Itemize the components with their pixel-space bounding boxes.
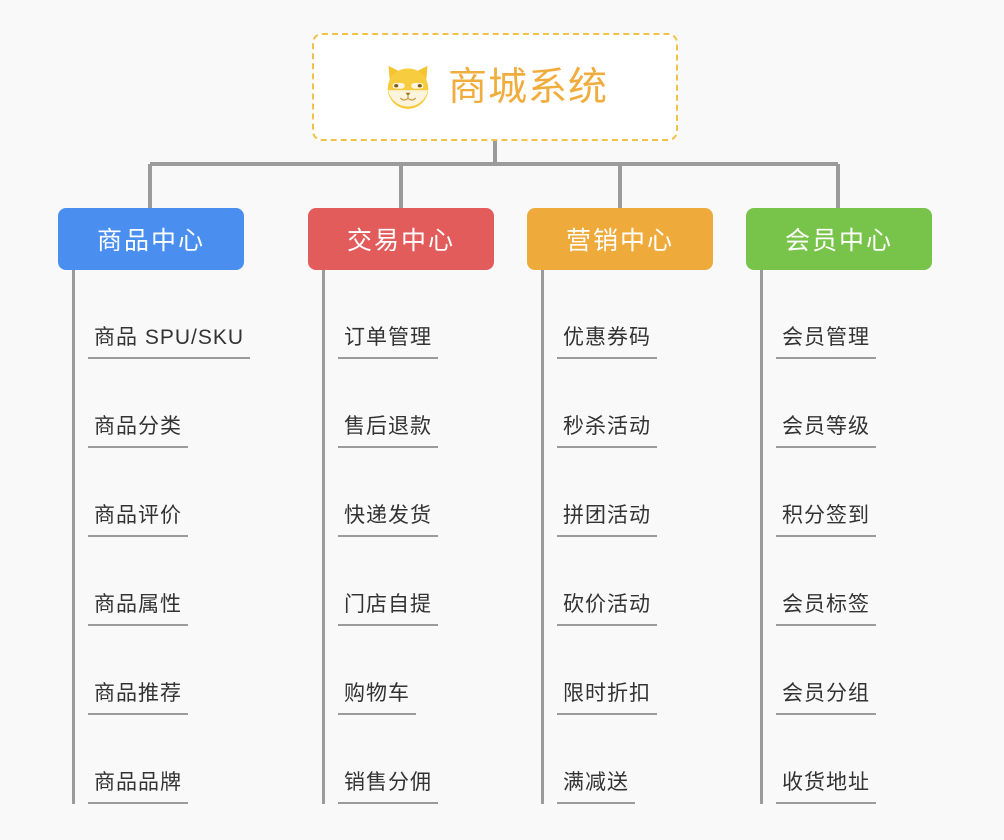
leaf-list-product: 商品 SPU/SKU 商品分类 商品评价 商品属性 商品推荐 商品品牌 [58, 270, 251, 804]
leaf-label: 商品分类 [88, 410, 188, 448]
leaf-label: 购物车 [338, 677, 416, 715]
leaf-label: 砍价活动 [557, 588, 657, 626]
trunk-line [760, 270, 763, 804]
shiba-dog-icon [387, 65, 429, 109]
leaf-label: 满减送 [557, 766, 635, 804]
leaf-label: 会员等级 [776, 410, 876, 448]
leaf-label: 拼团活动 [557, 499, 657, 537]
list-item[interactable]: 收货地址 [746, 715, 932, 804]
category-label: 营销中心 [565, 227, 674, 255]
leaf-label: 商品推荐 [88, 677, 188, 715]
list-item[interactable]: 商品推荐 [58, 626, 244, 715]
list-item[interactable]: 商品评价 [58, 448, 244, 537]
list-item[interactable]: 销售分佣 [308, 715, 494, 804]
list-item[interactable]: 拼团活动 [527, 448, 713, 537]
category-box-trade[interactable]: 交易中心 [308, 208, 494, 270]
leaf-label: 会员分组 [776, 677, 876, 715]
leaf-label: 积分签到 [776, 499, 876, 537]
category-label: 交易中心 [346, 227, 455, 255]
trunk-line [72, 270, 75, 804]
leaf-label: 秒杀活动 [557, 410, 657, 448]
leaf-label: 订单管理 [338, 321, 438, 359]
list-item[interactable]: 会员等级 [746, 359, 932, 448]
list-item[interactable]: 砍价活动 [527, 537, 713, 626]
leaf-label: 限时折扣 [557, 677, 657, 715]
branch-column-member: 会员中心 会员管理 会员等级 积分签到 会员标签 会员分组 收货地址 [746, 208, 932, 804]
trunk-line [541, 270, 544, 804]
leaf-label: 门店自提 [338, 588, 438, 626]
list-item[interactable]: 秒杀活动 [527, 359, 713, 448]
leaf-label: 商品 SPU/SKU [88, 321, 251, 359]
branch-column-marketing: 营销中心 优惠券码 秒杀活动 拼团活动 砍价活动 限时折扣 满减送 [527, 208, 713, 804]
category-box-product[interactable]: 商品中心 [58, 208, 244, 270]
leaf-label: 收货地址 [776, 766, 876, 804]
category-box-marketing[interactable]: 营销中心 [527, 208, 713, 270]
list-item[interactable]: 订单管理 [308, 270, 494, 359]
list-item[interactable]: 会员管理 [746, 270, 932, 359]
list-item[interactable]: 快递发货 [308, 448, 494, 537]
leaf-label: 优惠券码 [557, 321, 657, 359]
category-label: 会员中心 [784, 227, 893, 255]
list-item[interactable]: 商品 SPU/SKU [58, 270, 251, 359]
root-node[interactable]: 商城系统 [312, 33, 678, 141]
leaf-label: 商品评价 [88, 499, 188, 537]
page-title: 商城系统 [447, 65, 608, 109]
list-item[interactable]: 会员分组 [746, 626, 932, 715]
leaf-label: 商品属性 [88, 588, 188, 626]
list-item[interactable]: 商品属性 [58, 537, 244, 626]
list-item[interactable]: 商品品牌 [58, 715, 244, 804]
list-item[interactable]: 购物车 [308, 626, 494, 715]
list-item[interactable]: 门店自提 [308, 537, 494, 626]
list-item[interactable]: 会员标签 [746, 537, 932, 626]
branch-column-trade: 交易中心 订单管理 售后退款 快递发货 门店自提 购物车 销售分佣 [308, 208, 494, 804]
leaf-label: 售后退款 [338, 410, 438, 448]
trunk-line [322, 270, 325, 804]
list-item[interactable]: 限时折扣 [527, 626, 713, 715]
list-item[interactable]: 满减送 [527, 715, 713, 804]
list-item[interactable]: 优惠券码 [527, 270, 713, 359]
branch-column-product: 商品中心 商品 SPU/SKU 商品分类 商品评价 商品属性 商品推荐 商品品牌 [58, 208, 251, 804]
leaf-list-trade: 订单管理 售后退款 快递发货 门店自提 购物车 销售分佣 [308, 270, 494, 804]
leaf-list-member: 会员管理 会员等级 积分签到 会员标签 会员分组 收货地址 [746, 270, 932, 804]
list-item[interactable]: 售后退款 [308, 359, 494, 448]
leaf-label: 会员管理 [776, 321, 876, 359]
leaf-label: 快递发货 [338, 499, 438, 537]
category-label: 商品中心 [96, 227, 205, 255]
leaf-label: 销售分佣 [338, 766, 438, 804]
leaf-label: 商品品牌 [88, 766, 188, 804]
leaf-label: 会员标签 [776, 588, 876, 626]
leaf-list-marketing: 优惠券码 秒杀活动 拼团活动 砍价活动 限时折扣 满减送 [527, 270, 713, 804]
list-item[interactable]: 商品分类 [58, 359, 244, 448]
category-box-member[interactable]: 会员中心 [746, 208, 932, 270]
list-item[interactable]: 积分签到 [746, 448, 932, 537]
